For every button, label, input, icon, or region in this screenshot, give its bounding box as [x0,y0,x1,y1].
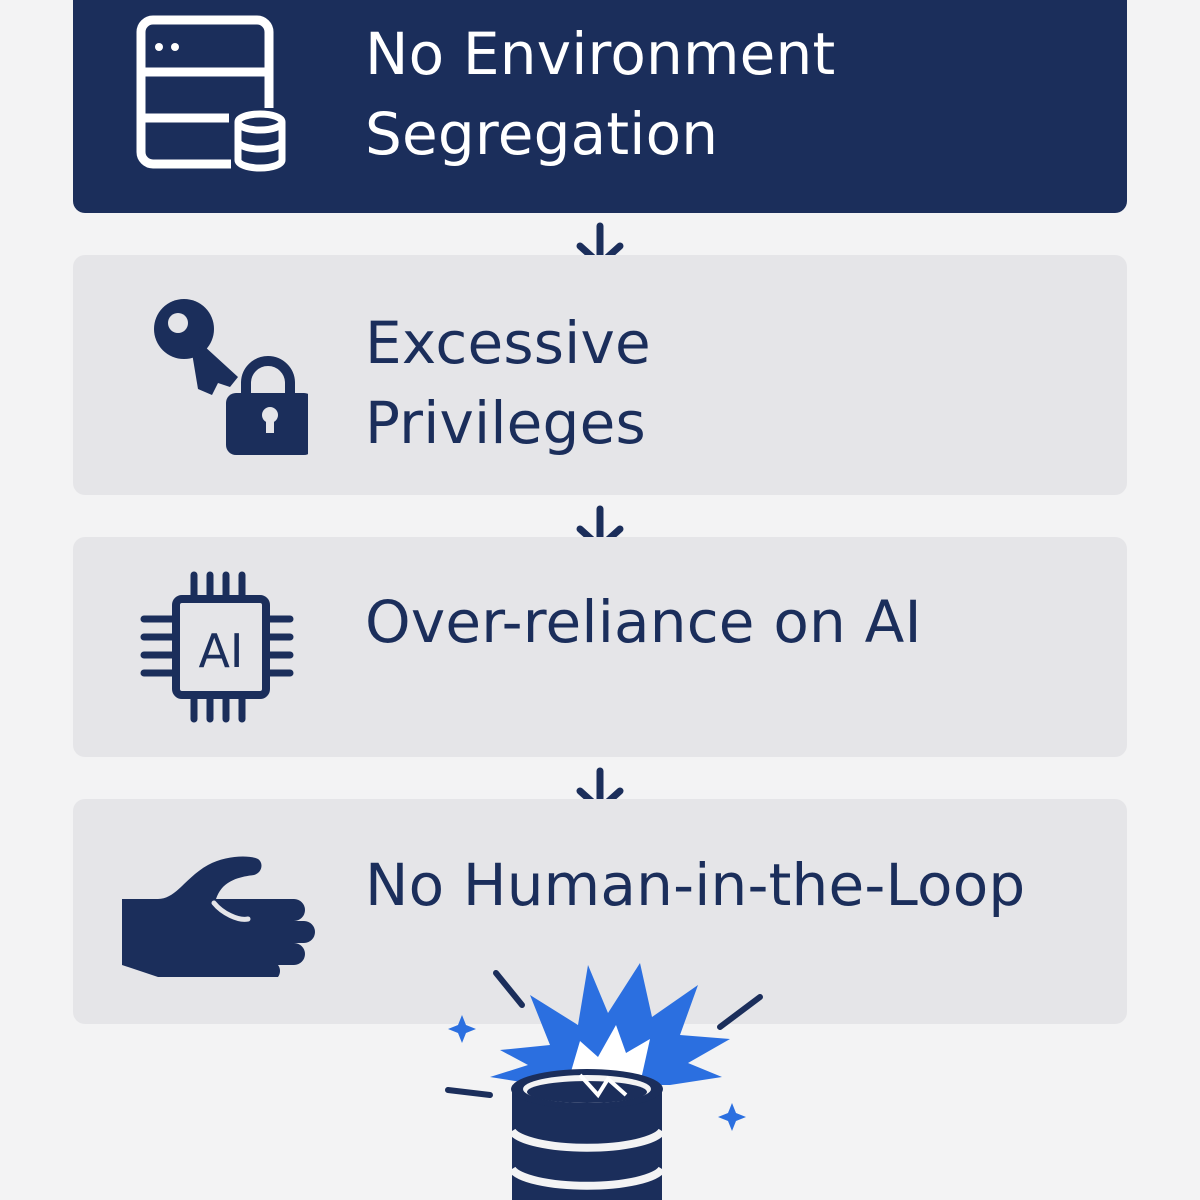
step-excessive-privileges: Excessive Privileges [73,255,1127,495]
step-no-environment-segregation: No Environment Segregation [73,0,1127,213]
step-over-reliance-on-ai: AI Over-reliance on AI [73,537,1127,757]
step-label: Excessive Privileges [365,303,651,463]
step-label-line1: Excessive [365,309,651,377]
step-label-line1: Over-reliance on AI [365,588,922,656]
hand-icon [122,856,315,977]
ai-chip-text: AI [198,624,243,678]
ai-chip-icon: AI [140,571,294,723]
step-label: No Human-in-the-Loop [365,845,1025,925]
step-label-line2: Segregation [365,100,719,168]
server-database-icon [136,15,289,174]
key-lock-icon [154,299,308,455]
step-label-line1: No Human-in-the-Loop [365,851,1026,919]
step-label-line1: No Environment [365,20,836,88]
step-label: Over-reliance on AI [365,582,922,662]
step-no-human-in-the-loop: No Human-in-the-Loop [73,799,1127,1024]
step-label: No Environment Segregation [365,14,835,174]
broken-database-explosion-icon [445,963,763,1200]
step-label-line2: Privileges [365,389,646,457]
